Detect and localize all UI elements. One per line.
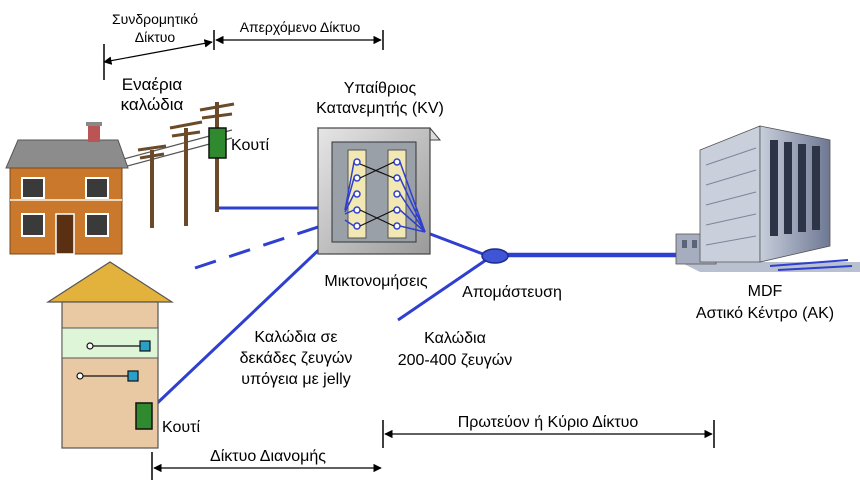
box-top-label: Κουτί	[231, 137, 269, 154]
cables-pairs-label-line1: Καλώδια	[424, 330, 486, 347]
tower-house-icon	[45, 261, 175, 449]
outdoor-cabinet-label-line2: Κατανεμητής (KV)	[316, 100, 444, 117]
house-icon	[5, 122, 129, 255]
central-office-building-icon	[675, 125, 860, 272]
box-top-icon	[208, 127, 227, 159]
box-bottom-icon	[135, 402, 153, 430]
mdf-label-line2: Αστικό Κέντρο (ΑΚ)	[696, 305, 834, 322]
subscriber-network-label-line1: Συνδρομητικό	[112, 11, 198, 27]
aerial-cables-label-line1: Εναέρια	[122, 75, 183, 94]
terminal-network-label: Απερχόμενο Δίκτυο	[240, 19, 361, 35]
cross-connections-label: Μικτονομήσεις	[324, 273, 427, 290]
distribution-network-label: Δίκτυο Διανομής	[210, 448, 326, 465]
subscriber-network-label-line2: Δίκτυο	[135, 29, 176, 45]
aerial-cables-label-line2: καλώδια	[121, 95, 184, 114]
terminal-network-dimension	[215, 30, 384, 50]
splice-label: Απομάστευση	[462, 284, 562, 301]
primary-network-dimension	[382, 420, 715, 448]
subscriber-network-dimension	[103, 30, 215, 80]
street-cabinet-icon	[316, 127, 442, 255]
cables-pairs-label-line2: 200-400 ζευγών	[398, 352, 513, 369]
mdf-label-line1: MDF	[748, 283, 783, 300]
splice-icon	[481, 248, 509, 264]
underground-cables-label-line2: δεκάδες ζευγών	[240, 350, 353, 367]
primary-network-label: Πρωτεύον ή Κύριο Δίκτυο	[458, 414, 639, 431]
underground-cables-label-line1: Καλώδια σε	[254, 329, 337, 346]
underground-cables-label-line3: υπόγεια με jelly	[241, 371, 350, 388]
box-bottom-label: Κουτί	[162, 419, 200, 436]
distribution-network-dimension	[151, 452, 382, 480]
outdoor-cabinet-label-line1: Υπαίθριος	[344, 80, 417, 97]
